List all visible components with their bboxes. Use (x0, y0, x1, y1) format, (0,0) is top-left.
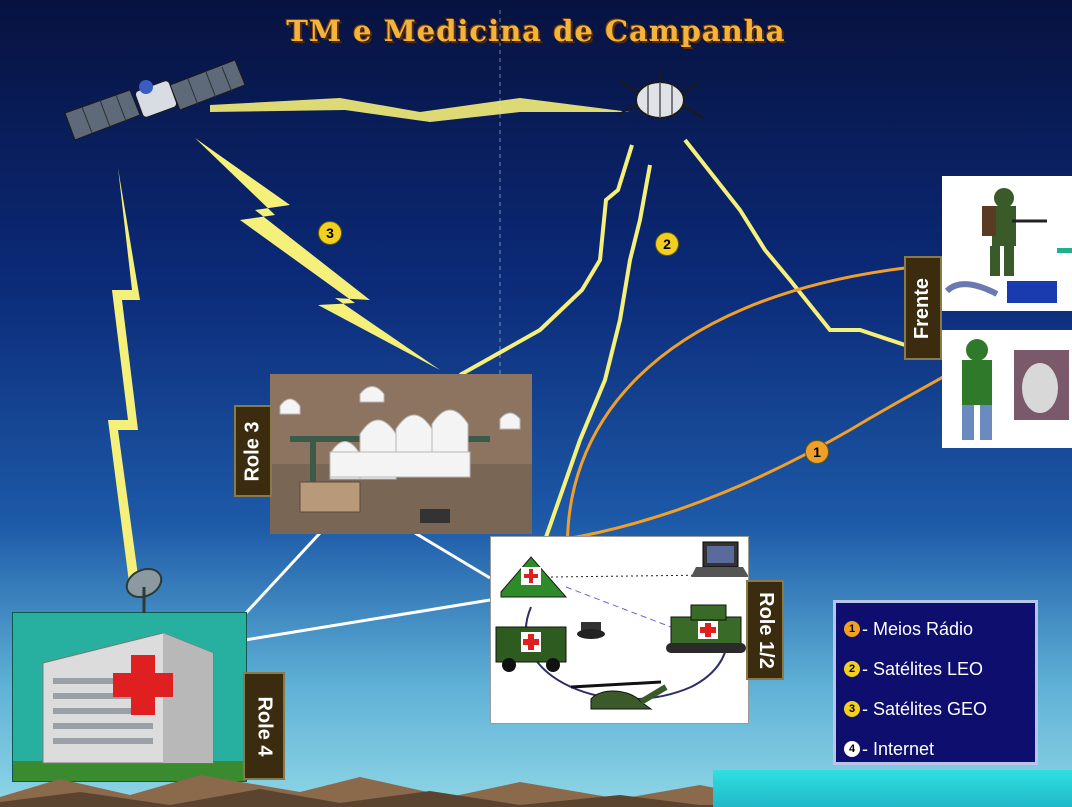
role12-label-text: Role 1/2 (754, 591, 777, 669)
legend-item-radio: 1 - Meios Rádio (844, 609, 1027, 649)
laptop-icon (691, 541, 748, 577)
legend-badge-3: 3 (844, 701, 860, 717)
leo-role12-link (543, 164, 652, 541)
geo-role3-link (195, 138, 440, 370)
legend-box: 1 - Meios Rádio 2 - Satélites LEO 3 - Sa… (833, 600, 1038, 765)
satellite-dish-icon (125, 567, 163, 613)
legend-item-geo: 3 - Satélites GEO (844, 689, 1027, 729)
leo-satellite-icon (616, 70, 704, 119)
legend-badge-1: 1 (844, 621, 860, 637)
helicopter-icon (570, 680, 668, 710)
role3-label-text: Role 3 (241, 420, 264, 482)
soldier-equipment-icon (962, 339, 1069, 440)
tank-icon (666, 604, 746, 653)
geo-leo-link (210, 98, 630, 122)
role4-hospital-panel (12, 612, 247, 782)
legend-item-leo: 2 - Satélites LEO (844, 649, 1027, 689)
legend-item-internet: 4 - Internet (844, 729, 1027, 769)
front-label: Frente (904, 256, 942, 360)
marker-radio: 1 (805, 440, 829, 464)
legend-badge-4: 4 (844, 741, 860, 757)
radio-terminal-icon (577, 622, 605, 639)
internet-link-role4-role12 (244, 598, 491, 642)
role12-field-panel (490, 536, 749, 724)
role4-label: Role 4 (243, 672, 285, 780)
role12-label: Role 1/2 (746, 580, 784, 680)
legend-label-radio: - Meios Rádio (862, 618, 974, 639)
legend-label-geo: - Satélites GEO (862, 698, 988, 719)
legend-label-leo: - Satélites LEO (862, 658, 984, 679)
soldier-icon (944, 188, 1072, 303)
marker-leo: 2 (655, 232, 679, 256)
role4-label-text: Role 4 (253, 695, 276, 757)
role3-field-hospital-photo (270, 374, 532, 534)
marker-geo: 3 (318, 221, 342, 245)
geo-satellite-icon (64, 59, 246, 141)
leo-role3-link (459, 144, 634, 377)
front-soldier-panel-top (942, 176, 1072, 311)
sea-strip (713, 770, 1072, 807)
front-soldier-panel-bottom (942, 330, 1072, 448)
role12-scene (495, 541, 748, 710)
legend-badge-2: 2 (844, 661, 860, 677)
ambulance-icon (495, 626, 567, 672)
front-label-text: Frente (911, 277, 934, 339)
leo-front-link (683, 138, 906, 347)
page-title: TM e Medicina de Campanha (286, 14, 786, 48)
hospital-icon (13, 632, 246, 781)
role3-label: Role 3 (234, 405, 272, 497)
internet-link-role3-role4 (243, 531, 322, 616)
internet-link-role3-role12 (414, 531, 491, 580)
radio-link-front-top (566, 266, 906, 561)
tent-icon (500, 556, 568, 598)
geo-role4-link (108, 168, 140, 590)
legend-label-internet: - Internet (862, 738, 935, 759)
